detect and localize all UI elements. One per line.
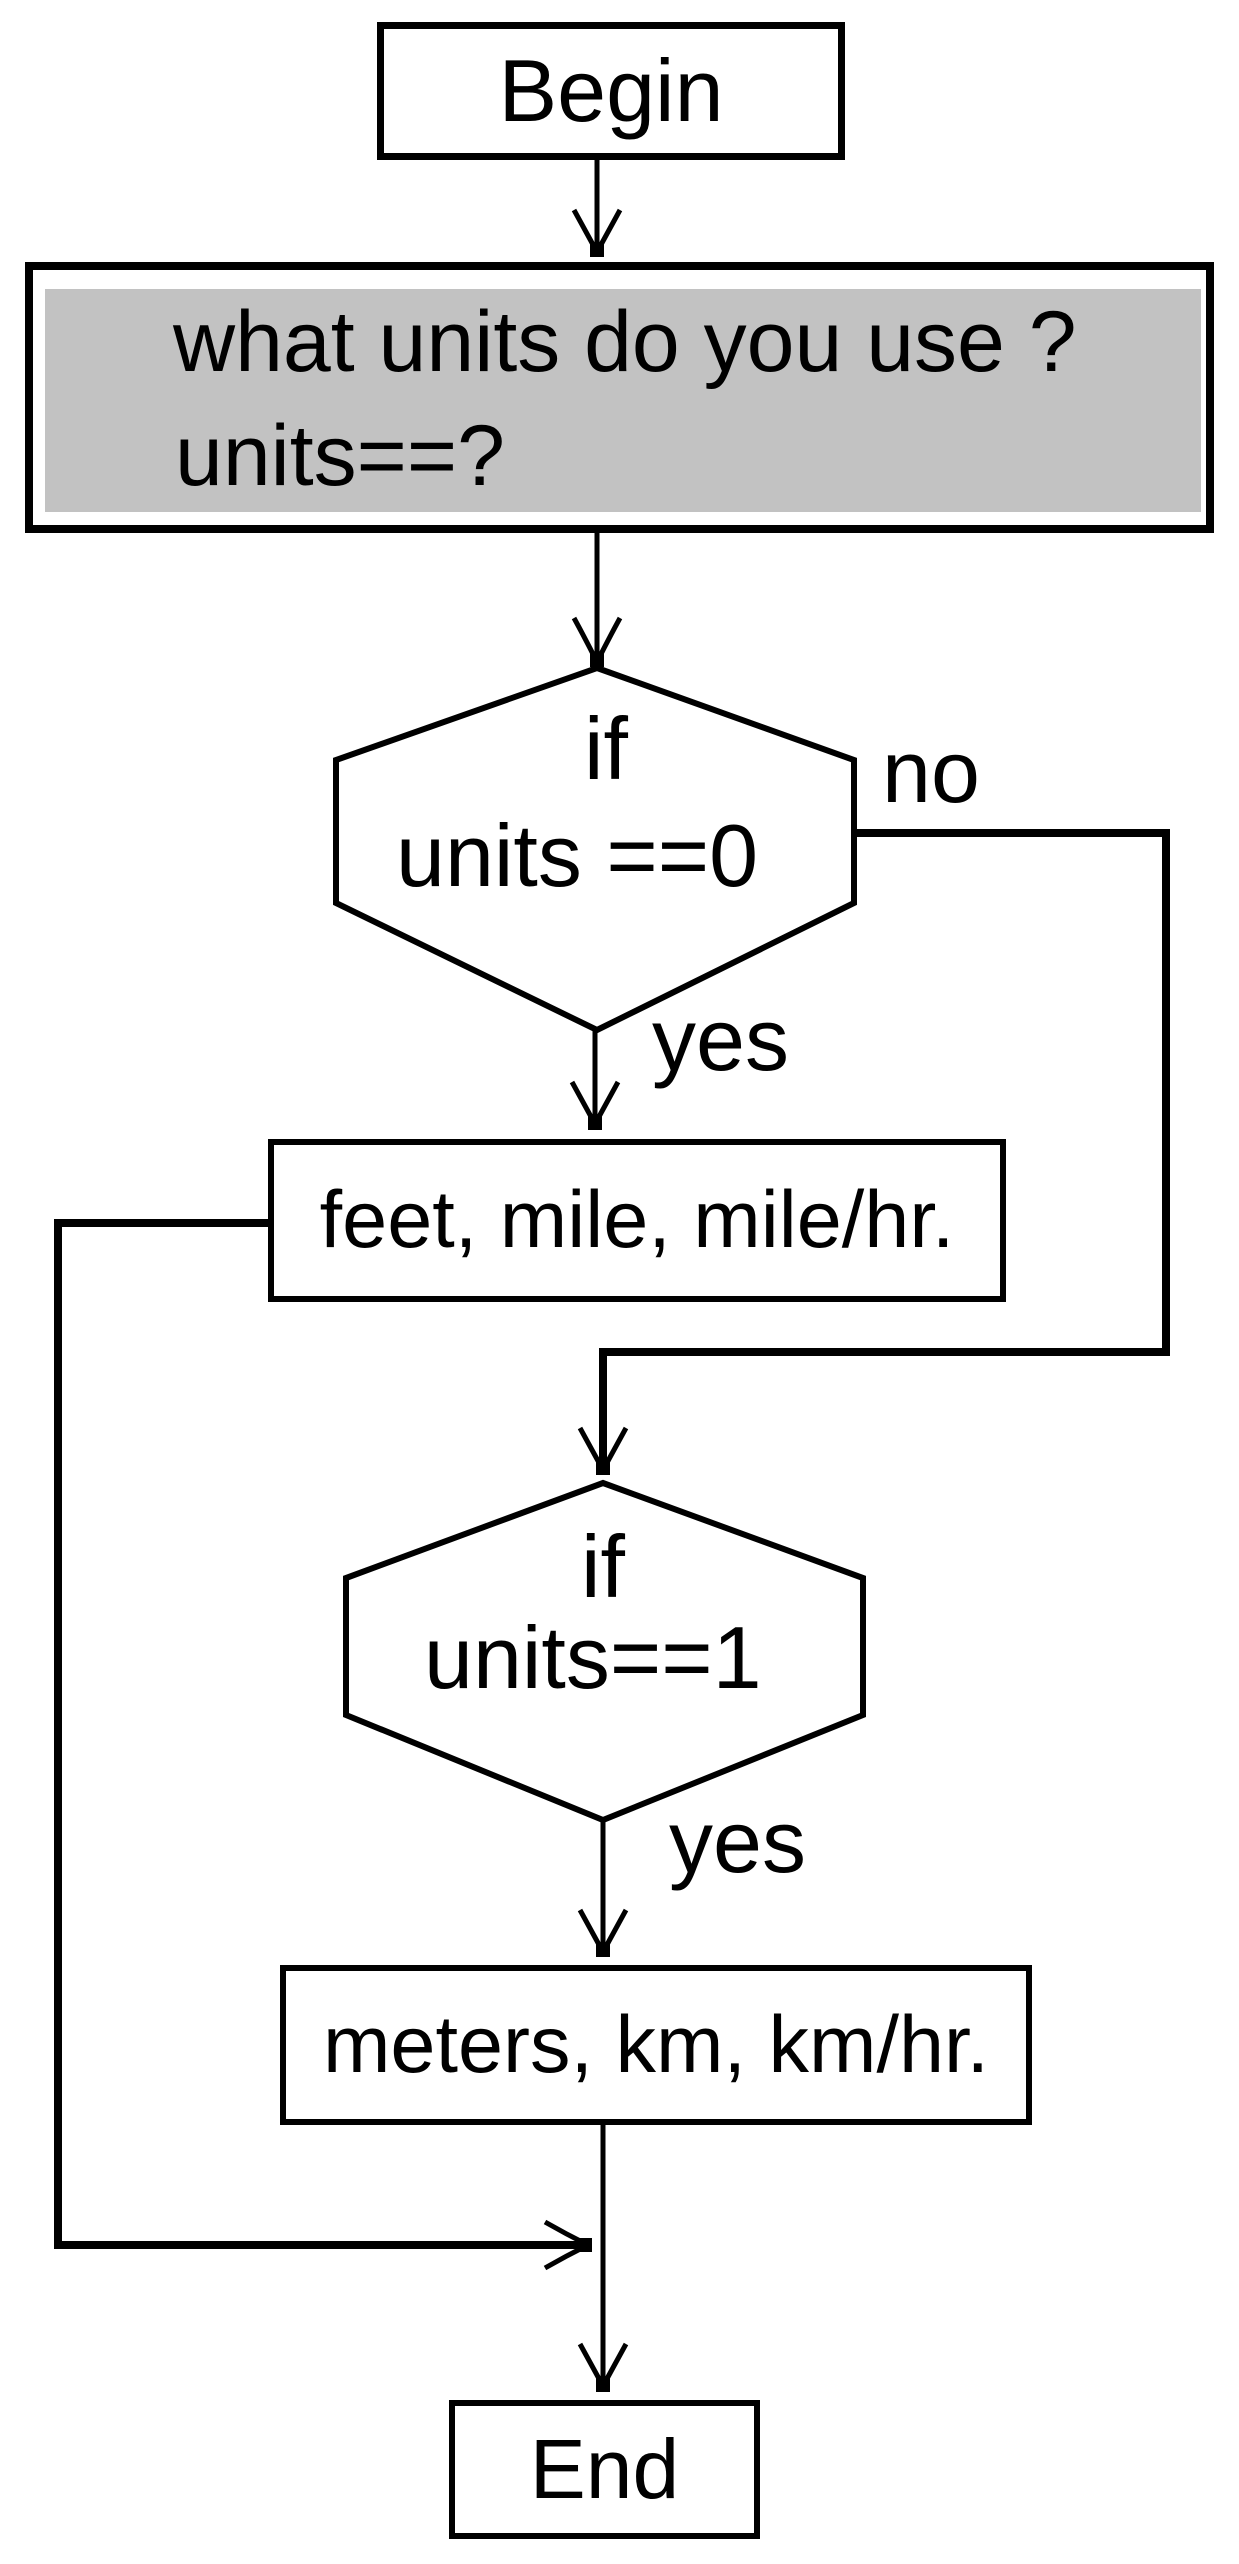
feet-label: feet, mile, mile/hr. (319, 1175, 955, 1265)
no-edge-label: no (882, 722, 980, 821)
arrow-tip-feet (588, 1116, 602, 1130)
question-node: what units do you use ? units==? (25, 262, 1214, 533)
arrow-tip-junction (578, 2238, 592, 2252)
edge-decision1-no-branch (599, 829, 1170, 1462)
begin-label: Begin (498, 41, 724, 140)
decision2-keyword: if (581, 1517, 625, 1616)
yes-edge-label-2: yes (669, 1792, 806, 1891)
arrow-tip-decision1 (590, 653, 604, 667)
arrow-tip-decision2 (596, 1461, 610, 1475)
end-label: End (529, 2422, 680, 2516)
yes-edge-label-1: yes (652, 990, 789, 1089)
meters-label: meters, km, km/hr. (322, 1999, 990, 2090)
question-line-2: units==? (175, 408, 505, 504)
feet-result-node: feet, mile, mile/hr. (268, 1139, 1006, 1302)
edge-feet-bypass (54, 1219, 578, 2249)
end-node: End (449, 2400, 760, 2539)
decision1-keyword: if (584, 699, 628, 798)
arrow-tip-question (590, 243, 604, 257)
question-line-1: what units do you use ? (173, 294, 1077, 390)
arrow-tip-end (596, 2378, 610, 2392)
question-gray-panel: what units do you use ? units==? (45, 289, 1201, 512)
arrow-tip-meters (596, 1943, 610, 1957)
decision2-condition: units==1 (424, 1608, 762, 1707)
begin-node: Begin (377, 22, 845, 160)
decision1-condition: units ==0 (396, 806, 759, 905)
meters-result-node: meters, km, km/hr. (280, 1965, 1032, 2125)
